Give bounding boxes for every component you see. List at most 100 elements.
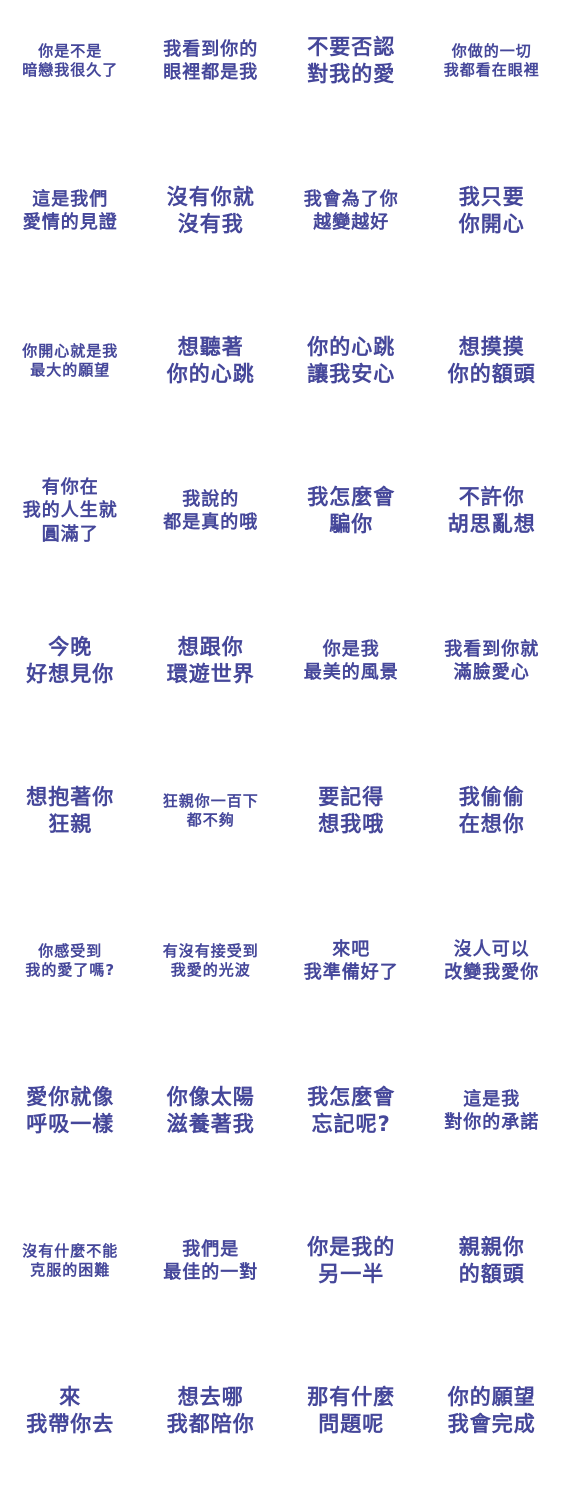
sticker-7[interactable]: 我會為了你越變越好 <box>281 150 422 300</box>
sticker-37[interactable]: 來我帶你去 <box>0 1350 141 1500</box>
sticker-text-line: 胡思亂想 <box>447 512 536 536</box>
sticker-text-line: 我只要 <box>458 184 525 209</box>
sticker-text-line: 愛你就像 <box>26 1084 115 1109</box>
sticker-text-line: 我會完成 <box>447 1412 536 1436</box>
sticker-40[interactable]: 你的願望我會完成 <box>422 1350 562 1500</box>
sticker-text-line: 我準備好了 <box>303 962 399 983</box>
sticker-text-line: 你開心 <box>458 212 525 236</box>
sticker-text-line: 想抱著你 <box>26 784 115 809</box>
sticker-text-line: 親親你 <box>458 1234 525 1259</box>
sticker-4[interactable]: 你做的一切我都看在眼裡 <box>422 0 562 150</box>
sticker-text-line: 圓滿了 <box>41 523 99 545</box>
sticker-text-line: 滋養著我 <box>166 1112 255 1136</box>
sticker-text-line: 我偷偷 <box>458 784 525 809</box>
sticker-15[interactable]: 我怎麼會騙你 <box>281 450 422 600</box>
sticker-text-line: 我帶你去 <box>26 1412 115 1436</box>
sticker-text-line: 對你的承諾 <box>444 1112 540 1133</box>
sticker-38[interactable]: 想去哪我都陪你 <box>141 1350 282 1500</box>
sticker-text-line: 滿臉愛心 <box>453 662 530 683</box>
sticker-text-line: 今晚 <box>48 634 93 659</box>
sticker-text-line: 環遊世界 <box>166 662 255 686</box>
sticker-20[interactable]: 我看到你就滿臉愛心 <box>422 600 562 750</box>
sticker-25[interactable]: 你感受到我的愛了嗎? <box>0 900 141 1050</box>
sticker-10[interactable]: 想聽著你的心跳 <box>141 300 282 450</box>
sticker-9[interactable]: 你開心就是我最大的願望 <box>0 300 141 450</box>
sticker-text-line: 那有什麼 <box>307 1384 396 1409</box>
sticker-text-line: 在想你 <box>458 812 525 836</box>
sticker-3[interactable]: 不要否認對我的愛 <box>281 0 422 150</box>
sticker-text-line: 我怎麼會 <box>307 484 396 509</box>
sticker-text-line: 來 <box>59 1384 82 1409</box>
sticker-24[interactable]: 我偷偷在想你 <box>422 750 562 900</box>
sticker-22[interactable]: 狂親你一百下都不夠 <box>141 750 282 900</box>
sticker-text-line: 對我的愛 <box>307 62 396 86</box>
sticker-text-line: 你的額頭 <box>447 362 536 386</box>
sticker-21[interactable]: 想抱著你狂親 <box>0 750 141 900</box>
sticker-text-line: 我都看在眼裡 <box>443 61 540 79</box>
sticker-23[interactable]: 要記得想我哦 <box>281 750 422 900</box>
sticker-text-line: 我愛的光波 <box>170 961 251 979</box>
sticker-32[interactable]: 這是我對你的承諾 <box>422 1050 562 1200</box>
sticker-17[interactable]: 今晚好想見你 <box>0 600 141 750</box>
sticker-text-line: 忘記呢? <box>311 1112 391 1136</box>
sticker-1[interactable]: 你是不是暗戀我很久了 <box>0 0 141 150</box>
sticker-text-line: 騙你 <box>329 512 374 536</box>
sticker-5[interactable]: 這是我們愛情的見證 <box>0 150 141 300</box>
sticker-text-line: 你做的一切 <box>451 41 532 60</box>
sticker-18[interactable]: 想跟你環遊世界 <box>141 600 282 750</box>
sticker-text-line: 我的人生就 <box>22 500 118 522</box>
sticker-35[interactable]: 你是我的另一半 <box>281 1200 422 1350</box>
sticker-12[interactable]: 想摸摸你的額頭 <box>422 300 562 450</box>
sticker-27[interactable]: 來吧我準備好了 <box>281 900 422 1050</box>
sticker-14[interactable]: 我說的都是真的哦 <box>141 450 282 600</box>
sticker-11[interactable]: 你的心跳讓我安心 <box>281 300 422 450</box>
sticker-text-line: 這是我們 <box>32 188 109 210</box>
sticker-text-line: 都是真的哦 <box>163 512 259 533</box>
sticker-text-line: 都不夠 <box>186 811 235 829</box>
sticker-text-line: 我會為了你 <box>303 188 399 210</box>
sticker-2[interactable]: 我看到你的眼裡都是我 <box>141 0 282 150</box>
sticker-text-line: 狂親 <box>48 812 93 836</box>
sticker-26[interactable]: 有沒有接受到我愛的光波 <box>141 900 282 1050</box>
sticker-text-line: 我的愛了嗎? <box>25 961 116 979</box>
sticker-text-line: 我看到你的 <box>163 38 259 60</box>
sticker-text-line: 我怎麼會 <box>307 1084 396 1109</box>
sticker-text-line: 最大的願望 <box>30 361 111 379</box>
sticker-text-line: 暗戀我很久了 <box>22 61 119 79</box>
sticker-text-line: 克服的困難 <box>30 1261 111 1279</box>
sticker-30[interactable]: 你像太陽滋養著我 <box>141 1050 282 1200</box>
sticker-39[interactable]: 那有什麼問題呢 <box>281 1350 422 1500</box>
sticker-text-line: 愛情的見證 <box>22 212 118 233</box>
sticker-text-line: 你像太陽 <box>166 1084 255 1109</box>
sticker-text-line: 想跟你 <box>177 634 244 659</box>
sticker-8[interactable]: 我只要你開心 <box>422 150 562 300</box>
sticker-text-line: 你開心就是我 <box>22 341 119 360</box>
sticker-19[interactable]: 你是我最美的風景 <box>281 600 422 750</box>
sticker-text-line: 另一半 <box>318 1262 385 1286</box>
sticker-31[interactable]: 我怎麼會忘記呢? <box>281 1050 422 1200</box>
sticker-13[interactable]: 有你在我的人生就圓滿了 <box>0 450 141 600</box>
sticker-text-line: 問題呢 <box>318 1412 385 1436</box>
sticker-text-line: 呼吸一樣 <box>26 1112 115 1136</box>
sticker-6[interactable]: 沒有你就沒有我 <box>141 150 282 300</box>
sticker-28[interactable]: 沒人可以改變我愛你 <box>422 900 562 1050</box>
sticker-text-line: 改變我愛你 <box>444 962 540 983</box>
sticker-text-line: 這是我 <box>463 1088 521 1110</box>
sticker-33[interactable]: 沒有什麼不能克服的困難 <box>0 1200 141 1350</box>
sticker-16[interactable]: 不許你胡思亂想 <box>422 450 562 600</box>
sticker-text-line: 越變越好 <box>313 212 390 233</box>
sticker-text-line: 最佳的一對 <box>163 1262 259 1283</box>
sticker-text-line: 沒有我 <box>177 212 244 236</box>
sticker-text-line: 你是我 <box>322 638 380 660</box>
sticker-text-line: 你的願望 <box>447 1384 536 1409</box>
sticker-text-line: 讓我安心 <box>307 362 396 386</box>
sticker-34[interactable]: 我們是最佳的一對 <box>141 1200 282 1350</box>
sticker-36[interactable]: 親親你的額頭 <box>422 1200 562 1350</box>
sticker-text-line: 的額頭 <box>458 1262 525 1286</box>
sticker-29[interactable]: 愛你就像呼吸一樣 <box>0 1050 141 1200</box>
sticker-text-line: 有你在 <box>41 476 99 498</box>
sticker-text-line: 你的心跳 <box>166 362 255 386</box>
sticker-text-line: 你感受到 <box>38 941 103 960</box>
sticker-text-line: 不許你 <box>458 484 525 509</box>
